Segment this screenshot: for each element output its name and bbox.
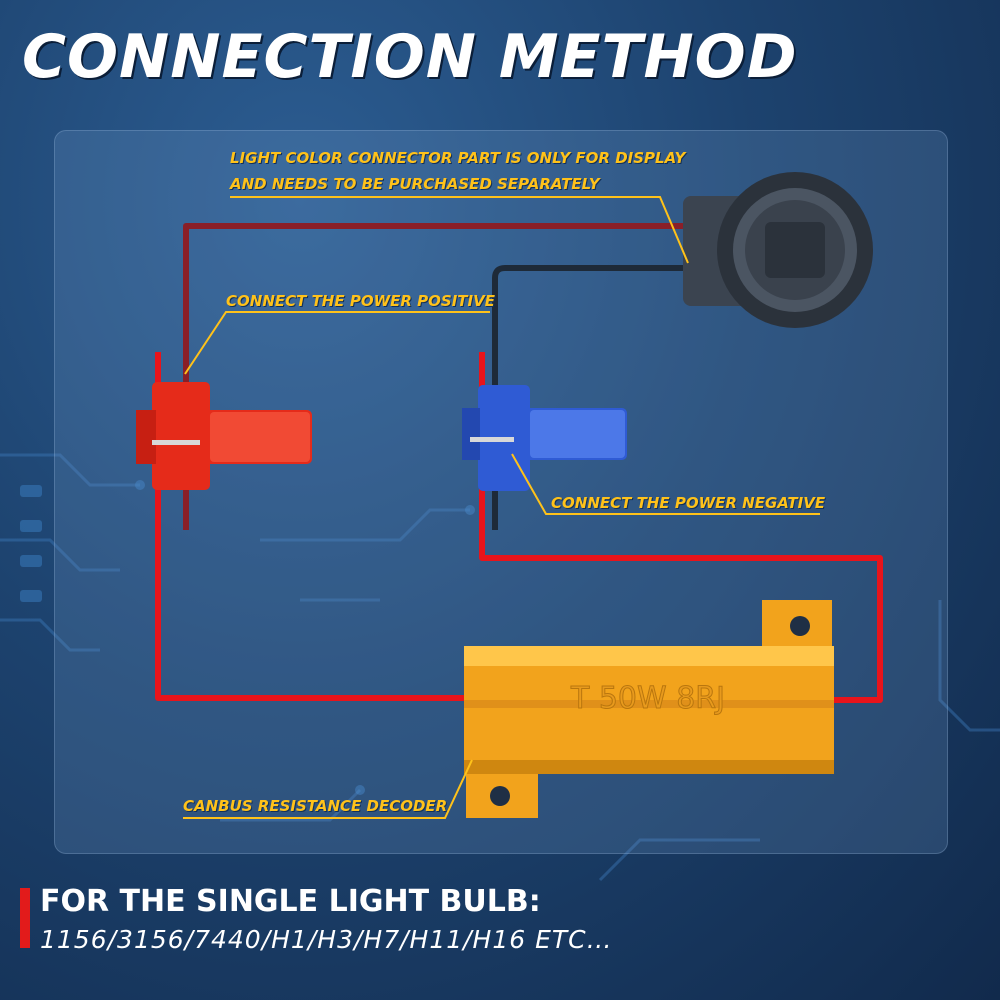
canbus-resistor: T 50W 8RJ — [464, 600, 834, 818]
compatible-models: 1156/3156/7440/H1/H3/H7/H11/H16 ETC… — [40, 925, 613, 954]
decoder-label: CANBUS RESISTANCE DECODER — [183, 797, 448, 815]
connector-leader-line — [230, 196, 689, 264]
connector-note-line2: AND NEEDS TO BE PURCHASED SEPARATELY — [230, 175, 600, 193]
positive-label: CONNECT THE POWER POSITIVE — [226, 292, 495, 310]
bulb-socket — [683, 172, 873, 328]
connector-note: LIGHT COLOR CONNECTOR PART IS ONLY FOR D… — [230, 145, 685, 197]
blue-tap-connector — [462, 385, 627, 491]
red-tap-connector — [136, 382, 312, 490]
resistor-marking: T 50W 8RJ — [570, 681, 725, 716]
connector-note-line1: LIGHT COLOR CONNECTOR PART IS ONLY FOR D… — [230, 149, 686, 167]
decoder-leader-line — [183, 759, 473, 819]
footer-heading: FOR THE SINGLE LIGHT BULB: — [40, 884, 541, 919]
negative-label: CONNECT THE POWER NEGATIVE — [551, 494, 826, 512]
accent-bar — [20, 888, 30, 948]
negative-leader-line — [511, 453, 820, 515]
bulb-positive-wire — [183, 223, 688, 530]
bulb-negative-wire — [492, 265, 688, 530]
page-title: CONNECTION METHOD — [22, 22, 798, 92]
positive-leader-line — [184, 311, 490, 375]
